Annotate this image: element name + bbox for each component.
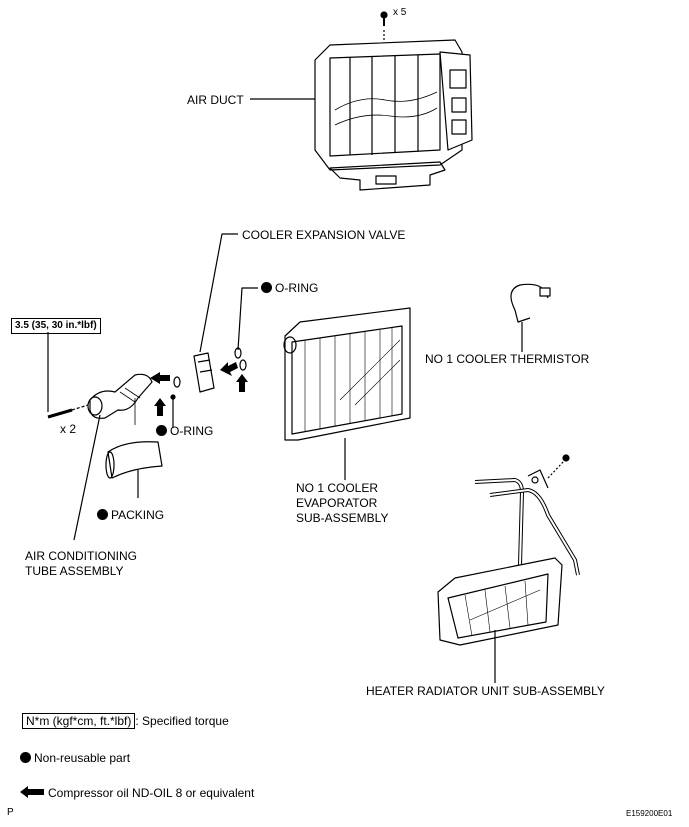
evaporator-label-line3: SUB-ASSEMBLY <box>296 511 389 525</box>
heater-radiator-drawing <box>437 454 580 683</box>
packing-label: PACKING <box>97 508 164 522</box>
air-duct-drawing <box>250 11 473 191</box>
expansion-valve-drawing <box>193 233 238 393</box>
ac-tube-label-line2: TUBE ASSEMBLY <box>25 564 124 578</box>
oring-lower-drawing <box>170 376 181 428</box>
legend-torque-text: : Specified torque <box>135 714 229 728</box>
expansion-valve-label: COOLER EXPANSION VALVE <box>242 228 406 242</box>
oring-lower-text: O-RING <box>170 424 214 438</box>
ac-tube-drawing <box>47 332 153 541</box>
filled-dot-icon <box>261 282 272 293</box>
ac-tube-label-line1: AIR CONDITIONING <box>25 549 138 563</box>
filled-dot-icon <box>97 509 108 520</box>
oring-upper-text: O-RING <box>275 281 319 295</box>
legend-nonreusable: Non-reusable part <box>20 751 130 765</box>
evaporator-drawing <box>283 307 411 480</box>
heater-radiator-label: HEATER RADIATOR UNIT SUB-ASSEMBLY <box>366 684 605 698</box>
oring-upper-drawing <box>234 287 258 371</box>
thermistor-label: NO 1 COOLER THERMISTOR <box>425 352 590 366</box>
legend-nonreusable-text: Non-reusable part <box>34 751 131 765</box>
filled-dot-icon <box>20 752 31 763</box>
evaporator-label-line2: EVAPORATOR <box>296 496 378 510</box>
oil-arrow-icon <box>20 786 44 798</box>
legend-oil: Compressor oil ND-OIL 8 or equivalent <box>20 786 254 800</box>
packing-drawing <box>105 441 163 498</box>
air-duct-label: AIR DUCT <box>187 93 244 107</box>
page-letter: P <box>7 807 14 818</box>
air-duct-screw-qty: x 5 <box>393 7 407 18</box>
packing-text: PACKING <box>111 508 165 522</box>
legend-torque-box: N*m (kgf*cm, ft.*lbf) <box>22 713 136 729</box>
oring-lower-label: O-RING <box>156 424 213 438</box>
legend-torque: N*m (kgf*cm, ft.*lbf): Specified torque <box>22 713 229 729</box>
bolt-qty-label: x 2 <box>60 422 77 436</box>
thermistor-drawing <box>510 283 551 352</box>
oil-arrows <box>150 362 248 416</box>
oring-upper-label: O-RING <box>261 281 318 295</box>
evaporator-label-line1: NO 1 COOLER <box>296 481 379 495</box>
torque-spec-box: 3.5 (35, 30 in.*lbf) <box>11 318 101 334</box>
figure-id: E159200E01 <box>626 809 673 818</box>
legend-oil-text: Compressor oil ND-OIL 8 or equivalent <box>48 786 255 800</box>
filled-dot-icon <box>156 425 167 436</box>
